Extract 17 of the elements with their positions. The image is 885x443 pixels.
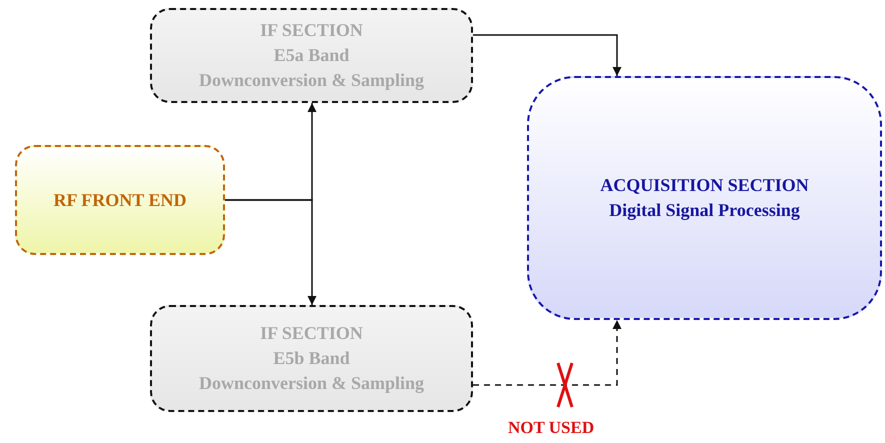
node-text: Downconversion & Sampling [198, 69, 424, 92]
edge-label: NOT USED [508, 418, 594, 438]
node-text: IF SECTION [260, 19, 363, 42]
process-box [527, 76, 882, 320]
process-box [150, 305, 473, 412]
process-box [15, 145, 225, 255]
node-text: ACQUISITION SECTION [600, 174, 809, 197]
node-text: E5a Band [274, 44, 350, 67]
node-text: Digital Signal Processing [609, 199, 800, 222]
node-text: Downconversion & Sampling [198, 372, 424, 395]
node-text: RF FRONT END [53, 188, 186, 212]
arrow [225, 199, 316, 305]
process-box [150, 8, 473, 103]
arrow [473, 320, 622, 386]
node-text: IF SECTION [260, 322, 363, 345]
arrow [473, 34, 622, 76]
node-text: E5b Band [273, 347, 350, 370]
